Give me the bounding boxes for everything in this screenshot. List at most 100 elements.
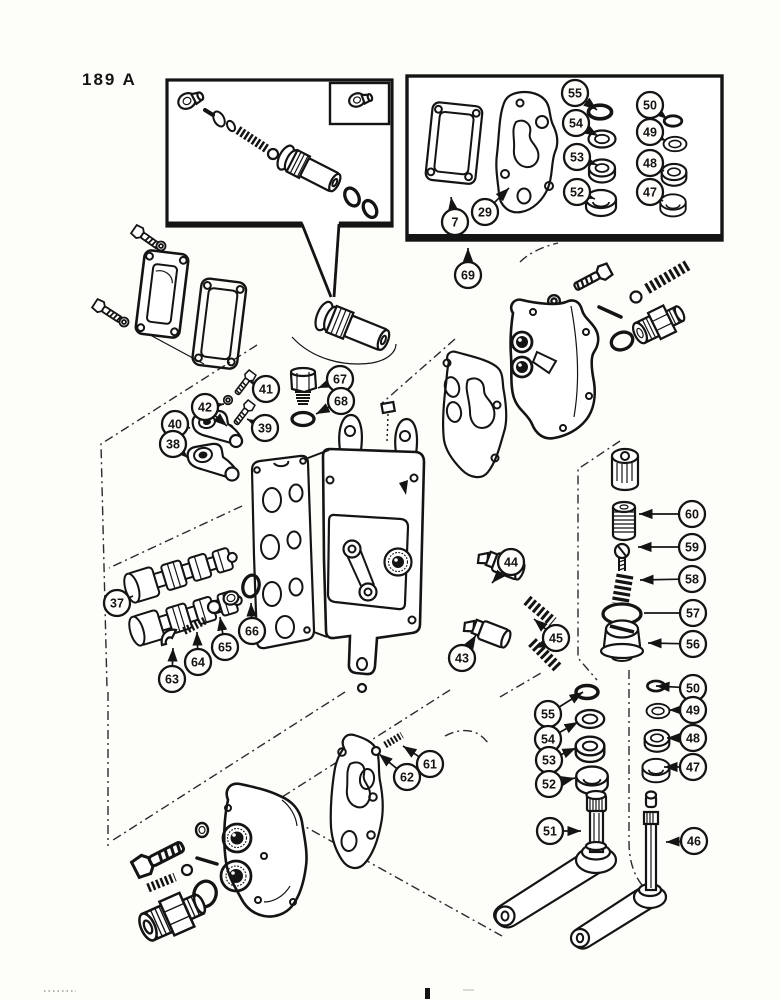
callout-64: 64 xyxy=(183,631,213,677)
svg-text:60: 60 xyxy=(685,508,699,522)
cover-bolt-right xyxy=(570,261,615,296)
hydraulic-fitting-lower xyxy=(138,891,207,942)
right-cover-group xyxy=(509,260,691,440)
inset-pointer-tail xyxy=(302,221,339,298)
callout-68: 68 xyxy=(315,386,356,416)
svg-text:68: 68 xyxy=(334,395,348,409)
bottom-center-tick xyxy=(425,988,430,999)
main-valve-body xyxy=(250,400,426,694)
callout-57: 57 xyxy=(644,598,708,628)
seal-cup-52-lower xyxy=(575,765,609,796)
detail-o-ring-2 xyxy=(361,198,379,220)
detail-spring xyxy=(235,126,270,153)
detail-washer xyxy=(225,119,237,133)
svg-text:52: 52 xyxy=(570,186,584,200)
callout-37: 37 xyxy=(102,588,134,618)
spring-right xyxy=(644,260,691,294)
body-top-nut xyxy=(380,400,397,443)
spring-58 xyxy=(611,573,634,606)
svg-text:40: 40 xyxy=(168,418,182,432)
svg-text:69: 69 xyxy=(461,269,475,283)
seal-cup-47 xyxy=(659,193,687,218)
svg-text:63: 63 xyxy=(165,673,179,687)
outlet-port-2 xyxy=(219,859,253,893)
callout-69: 69 xyxy=(453,248,483,290)
inset-sub-box xyxy=(328,81,391,126)
callout-46: 46 xyxy=(665,826,709,856)
long-bolt xyxy=(129,835,189,881)
detail-pin xyxy=(203,108,215,117)
svg-text:51: 51 xyxy=(543,825,557,839)
seal-ring-48-lower xyxy=(643,728,671,753)
callout-58: 58 xyxy=(639,564,707,594)
cover-gasket xyxy=(191,277,248,370)
svg-text:55: 55 xyxy=(568,87,582,101)
svg-text:41: 41 xyxy=(259,383,273,397)
svg-text:55: 55 xyxy=(541,708,555,722)
lower-left-outlet-group xyxy=(129,731,404,942)
svg-text:44: 44 xyxy=(504,556,518,570)
figure-label: 189 A xyxy=(82,70,137,89)
callout-38: 38 xyxy=(158,429,189,459)
svg-text:54: 54 xyxy=(541,733,555,747)
hex-plug-67 xyxy=(289,366,318,405)
plug-56 xyxy=(599,619,645,662)
svg-text:62: 62 xyxy=(400,771,414,785)
center-gasket xyxy=(442,350,508,479)
svg-text:7: 7 xyxy=(452,216,459,230)
lower-seal-stacks xyxy=(574,679,671,796)
svg-text:67: 67 xyxy=(333,373,347,387)
svg-text:48: 48 xyxy=(643,157,657,171)
svg-text:43: 43 xyxy=(455,652,469,666)
levers-group xyxy=(493,789,668,950)
spring-61 xyxy=(383,731,404,749)
callout-49: 49 xyxy=(669,695,708,725)
seal-washer-54-lower xyxy=(574,708,606,730)
callout-66: 66 xyxy=(237,602,267,646)
spool-bore-window xyxy=(326,513,410,611)
callout-43: 43 xyxy=(447,634,477,673)
ball-right xyxy=(629,290,643,304)
svg-text:64: 64 xyxy=(191,656,205,670)
callout-61: 61 xyxy=(402,745,445,779)
callout-44: 44 xyxy=(491,547,526,584)
screw-59 xyxy=(613,542,631,571)
detent-clip-63 xyxy=(160,628,178,647)
callout-59: 59 xyxy=(638,532,707,562)
callout-53: 53 xyxy=(562,142,598,172)
inset-detail-box xyxy=(165,78,394,298)
svg-text:59: 59 xyxy=(685,541,699,555)
seal-cup-47-lower xyxy=(641,757,671,784)
spring-lower xyxy=(146,872,177,893)
svg-text:52: 52 xyxy=(542,778,556,792)
pin-right xyxy=(597,305,623,319)
callout-39: 39 xyxy=(246,413,280,443)
ball-62 xyxy=(370,745,382,757)
cover-port-1 xyxy=(510,330,534,354)
callout-52: 52 xyxy=(562,177,596,207)
callout-51: 51 xyxy=(535,816,581,846)
cover-port-2 xyxy=(510,355,534,379)
svg-text:66: 66 xyxy=(245,625,259,639)
cover-gasket-part-7 xyxy=(424,101,484,185)
callout-50: 50 xyxy=(635,90,668,120)
callout-55: 55 xyxy=(560,78,598,111)
o-ring-right xyxy=(609,330,635,352)
callout-47: 47 xyxy=(635,177,665,207)
svg-text:61: 61 xyxy=(423,758,437,772)
front-face-plate xyxy=(250,454,316,650)
mounting-ear-1 xyxy=(338,413,363,452)
svg-text:58: 58 xyxy=(685,573,699,587)
detail-valve-cartridge xyxy=(276,144,342,193)
control-lever-46 xyxy=(569,790,668,950)
svg-text:47: 47 xyxy=(643,186,657,200)
callout-48: 48 xyxy=(667,723,708,753)
cam-follower-group xyxy=(186,368,258,482)
svg-text:29: 29 xyxy=(478,206,492,220)
svg-text:53: 53 xyxy=(570,151,584,165)
callout-layer: 7295554535250494847694142394038676837636… xyxy=(102,78,709,856)
svg-text:47: 47 xyxy=(686,761,700,775)
svg-text:46: 46 xyxy=(687,835,701,849)
